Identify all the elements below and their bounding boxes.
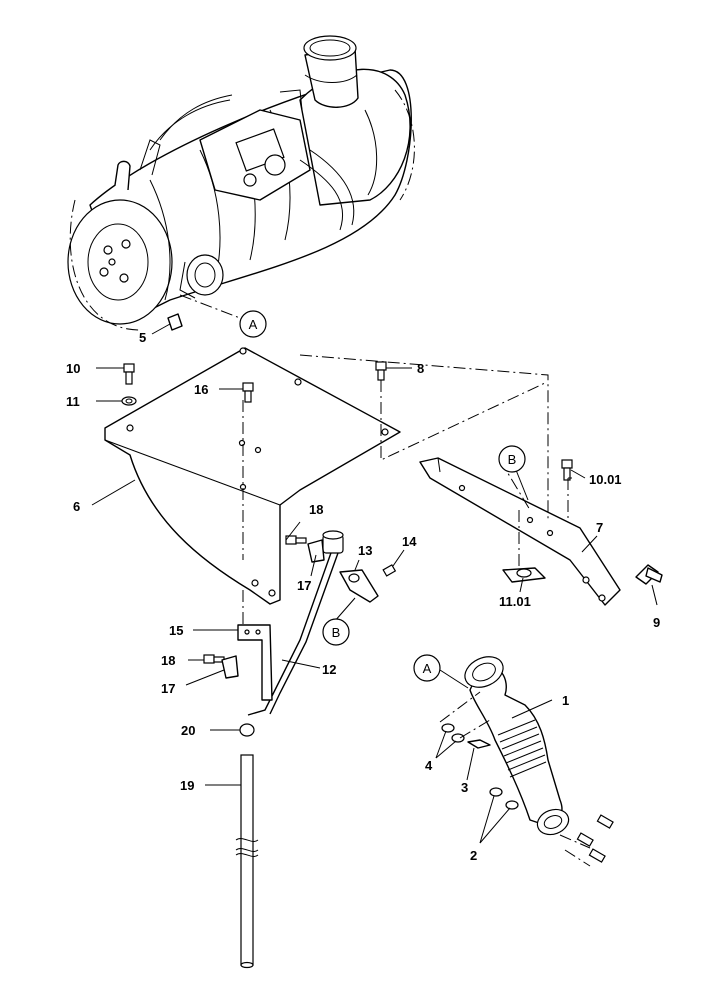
reference-marker-b-bracket: B xyxy=(498,445,526,473)
studs xyxy=(576,814,614,863)
callout-18-top: 18 xyxy=(309,502,323,517)
callout-17-top: 17 xyxy=(297,578,311,593)
exhaust-pipe-1 xyxy=(464,656,591,867)
callout-8: 8 xyxy=(417,361,424,376)
engine-assembly xyxy=(67,35,415,331)
callout-1: 1 xyxy=(562,693,569,708)
callout-9: 9 xyxy=(653,615,660,630)
reference-label: B xyxy=(332,625,341,640)
callout-7: 7 xyxy=(596,520,603,535)
callout-12: 12 xyxy=(322,662,336,677)
callout-4: 4 xyxy=(425,758,433,773)
callout-13: 13 xyxy=(358,543,372,558)
reference-marker-a-top: A xyxy=(239,310,267,338)
reference-label: A xyxy=(423,661,432,676)
drain-tube-12 xyxy=(247,530,344,716)
reference-label: B xyxy=(508,452,517,467)
reference-marker-a-pipe: A xyxy=(413,654,441,682)
callout-3: 3 xyxy=(461,780,468,795)
callout-19: 19 xyxy=(180,778,194,793)
callout-17-bottom: 17 xyxy=(161,681,175,696)
clamp-15 xyxy=(237,624,273,701)
leader-lines xyxy=(91,323,658,844)
drain-tube-19 xyxy=(235,754,259,969)
callout-15: 15 xyxy=(169,623,183,638)
callout-11-01: 11.01 xyxy=(499,594,531,609)
small-hardware xyxy=(121,313,663,810)
callout-11: 11 xyxy=(66,394,80,409)
bracket-plate-6 xyxy=(104,347,401,605)
callout-16: 16 xyxy=(194,382,208,397)
callout-20: 20 xyxy=(181,723,195,738)
callout-10: 10 xyxy=(66,361,80,376)
callout-14: 14 xyxy=(402,534,417,549)
callout-5: 5 xyxy=(139,330,146,345)
reference-marker-b-clip: B xyxy=(322,618,350,646)
bracket-7 xyxy=(419,457,621,606)
callout-labels: 1 2 3 4 5 6 7 8 9 10 10.01 11 11.01 12 1… xyxy=(66,330,660,863)
callout-18-bottom: 18 xyxy=(161,653,175,668)
callout-10-01: 10.01 xyxy=(589,472,622,487)
callout-6: 6 xyxy=(73,499,80,514)
reference-label: A xyxy=(249,317,258,332)
callout-2: 2 xyxy=(470,848,477,863)
